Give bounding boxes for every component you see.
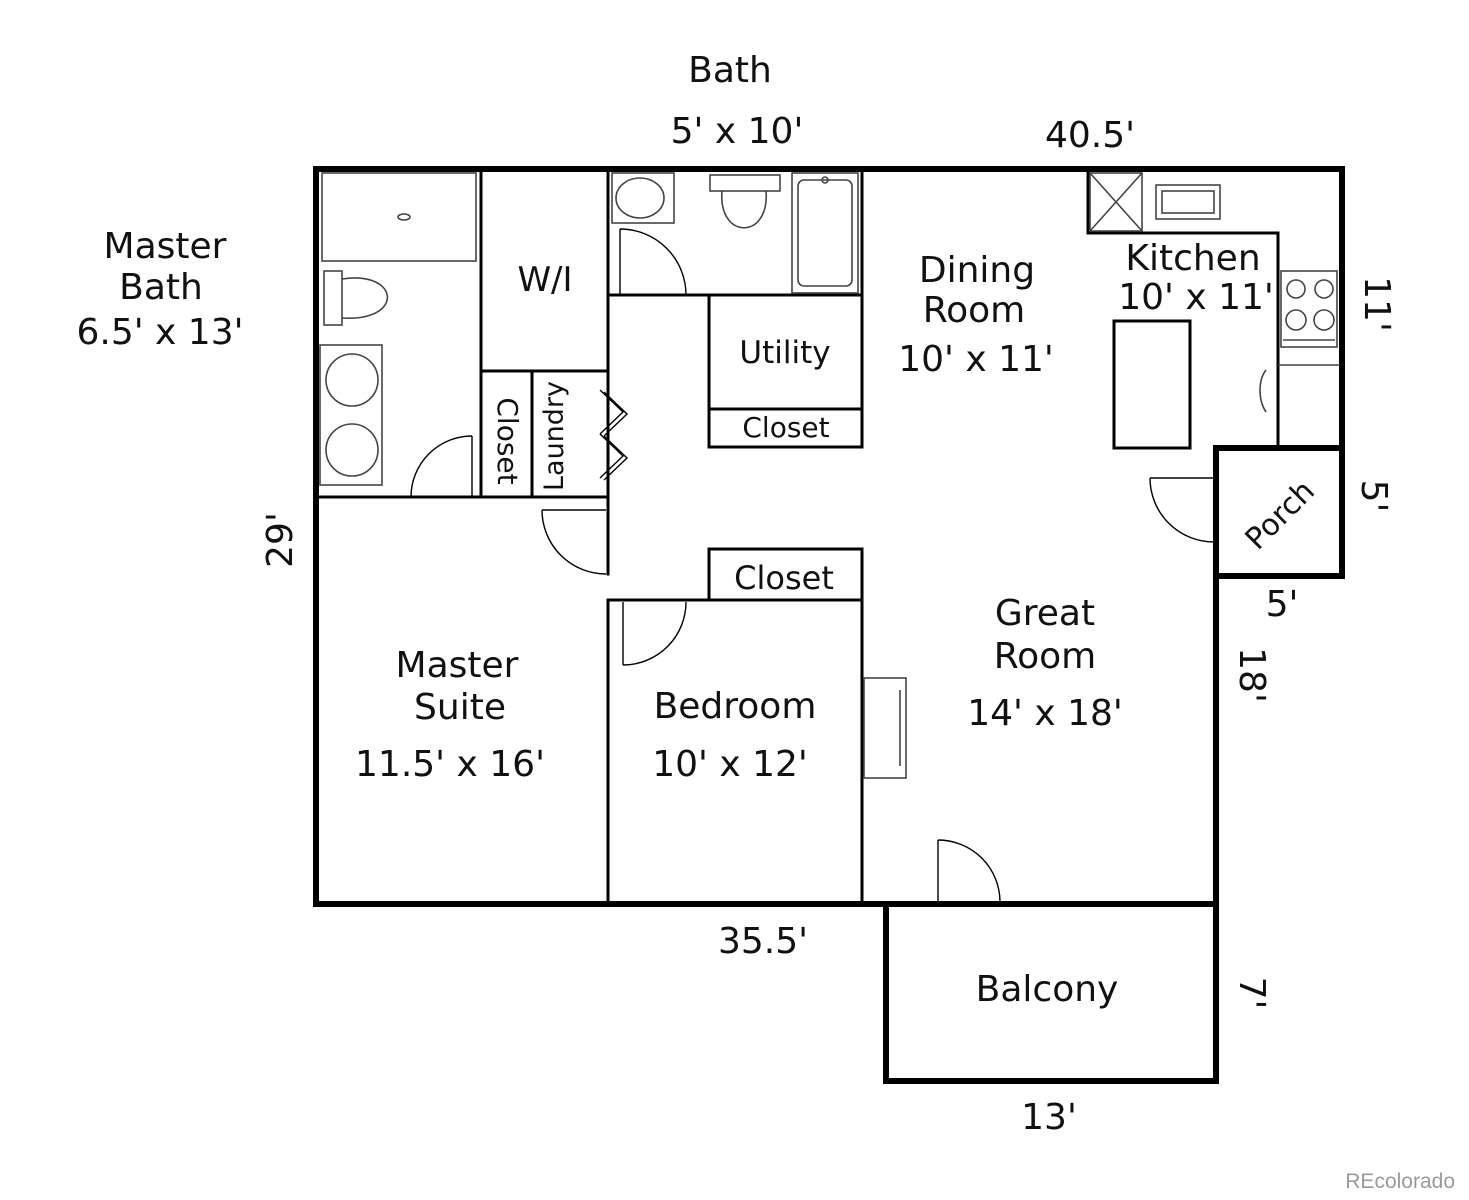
- master-bath-size: 6.5' x 13': [76, 312, 243, 353]
- walk-in-label: W/I: [517, 260, 572, 300]
- kitchen-side-dimension: 11': [1356, 276, 1397, 332]
- balcony-label: Balcony: [976, 969, 1119, 1010]
- balcony-wall: [883, 901, 1219, 1084]
- fixtures: [319, 172, 1340, 779]
- dining-size: 10' x 11': [898, 339, 1054, 380]
- kitchen-title: Kitchen: [1125, 238, 1260, 279]
- bedroom-size: 10' x 12': [652, 744, 808, 785]
- dining-title-line2: Room: [923, 290, 1026, 331]
- bath-title: Bath: [688, 50, 772, 91]
- master-suite-title-line2: Suite: [414, 687, 506, 728]
- master-bath-title-line2: Bath: [119, 267, 203, 308]
- utility-closet-label: Closet: [742, 411, 829, 444]
- top-width-dimension: 40.5': [1045, 115, 1135, 156]
- porch-label: Porch: [1239, 474, 1322, 557]
- watermark: REcolorado: [1345, 1170, 1455, 1193]
- dining-title-line1: Dining: [919, 250, 1035, 291]
- laundry-closet-label: Laundry: [539, 381, 570, 491]
- porch-bottom-dimension: 5': [1266, 584, 1299, 625]
- utility-label: Utility: [739, 335, 830, 371]
- left-height-dimension: 29': [260, 512, 301, 568]
- hall-closet-label: Closet: [491, 397, 524, 484]
- great-room-title-line1: Great: [995, 593, 1095, 634]
- great-room-side-dimension: 18': [1231, 647, 1272, 703]
- bath-size: 5' x 10': [671, 111, 804, 152]
- interior-walls: [316, 167, 1280, 904]
- great-room-size: 14' x 18': [967, 693, 1123, 734]
- great-room-title-line2: Room: [994, 636, 1097, 677]
- balcony-side-dimension: 7': [1231, 977, 1272, 1010]
- bedroom-closet-label: Closet: [734, 559, 834, 597]
- balcony-width-dimension: 13': [1021, 1097, 1077, 1138]
- kitchen-size: 10' x 11': [1118, 277, 1274, 318]
- porch-side-dimension: 5': [1353, 480, 1394, 513]
- bedroom-title: Bedroom: [654, 686, 817, 727]
- master-bath-title-line1: Master: [104, 226, 227, 267]
- bottom-width-dimension: 35.5': [718, 921, 808, 962]
- master-suite-title-line1: Master: [396, 645, 519, 686]
- master-suite-size: 11.5' x 16': [355, 744, 545, 785]
- doors: [410, 228, 1215, 903]
